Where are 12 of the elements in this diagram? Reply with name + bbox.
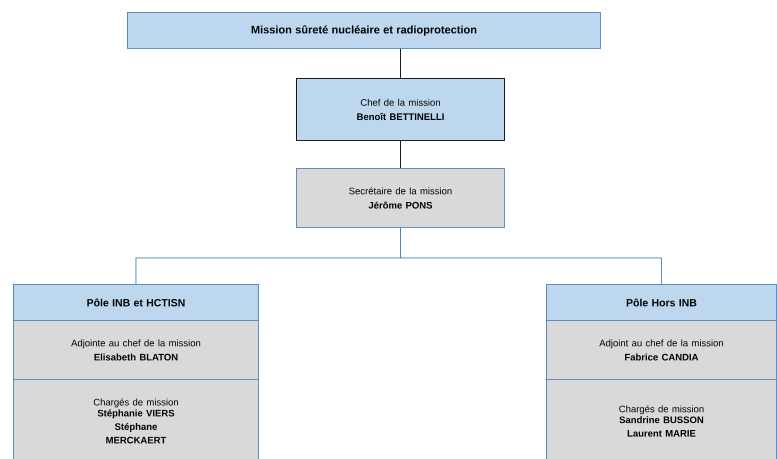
- header-box: Pôle Hors INB: [546, 284, 777, 321]
- title-box: Mission sûreté nucléaire et radioprotection: [127, 12, 601, 49]
- connector-line: [400, 140, 401, 168]
- role-box: Adjointe au chef de la mission Elisabeth BLATON: [13, 320, 259, 380]
- header-box: Pôle INB et HCTISN: [13, 284, 259, 321]
- role-box: Adjoint au chef de la mission Fabrice CANDIA: [546, 320, 777, 380]
- connector-line: [400, 227, 662, 284]
- role-box: Chargés de mission Sandrine BUSSON Laurent MARIE: [546, 379, 777, 459]
- role-box: Secrétaire de la mission Jérôme PONS: [296, 168, 505, 228]
- role-box: Chef de la mission Benoît BETTINELLI: [296, 78, 505, 141]
- role-box: Chargés de mission Stéphanie VIERS Stéphane MERCKAERT: [13, 379, 259, 459]
- connector-line: [400, 48, 401, 78]
